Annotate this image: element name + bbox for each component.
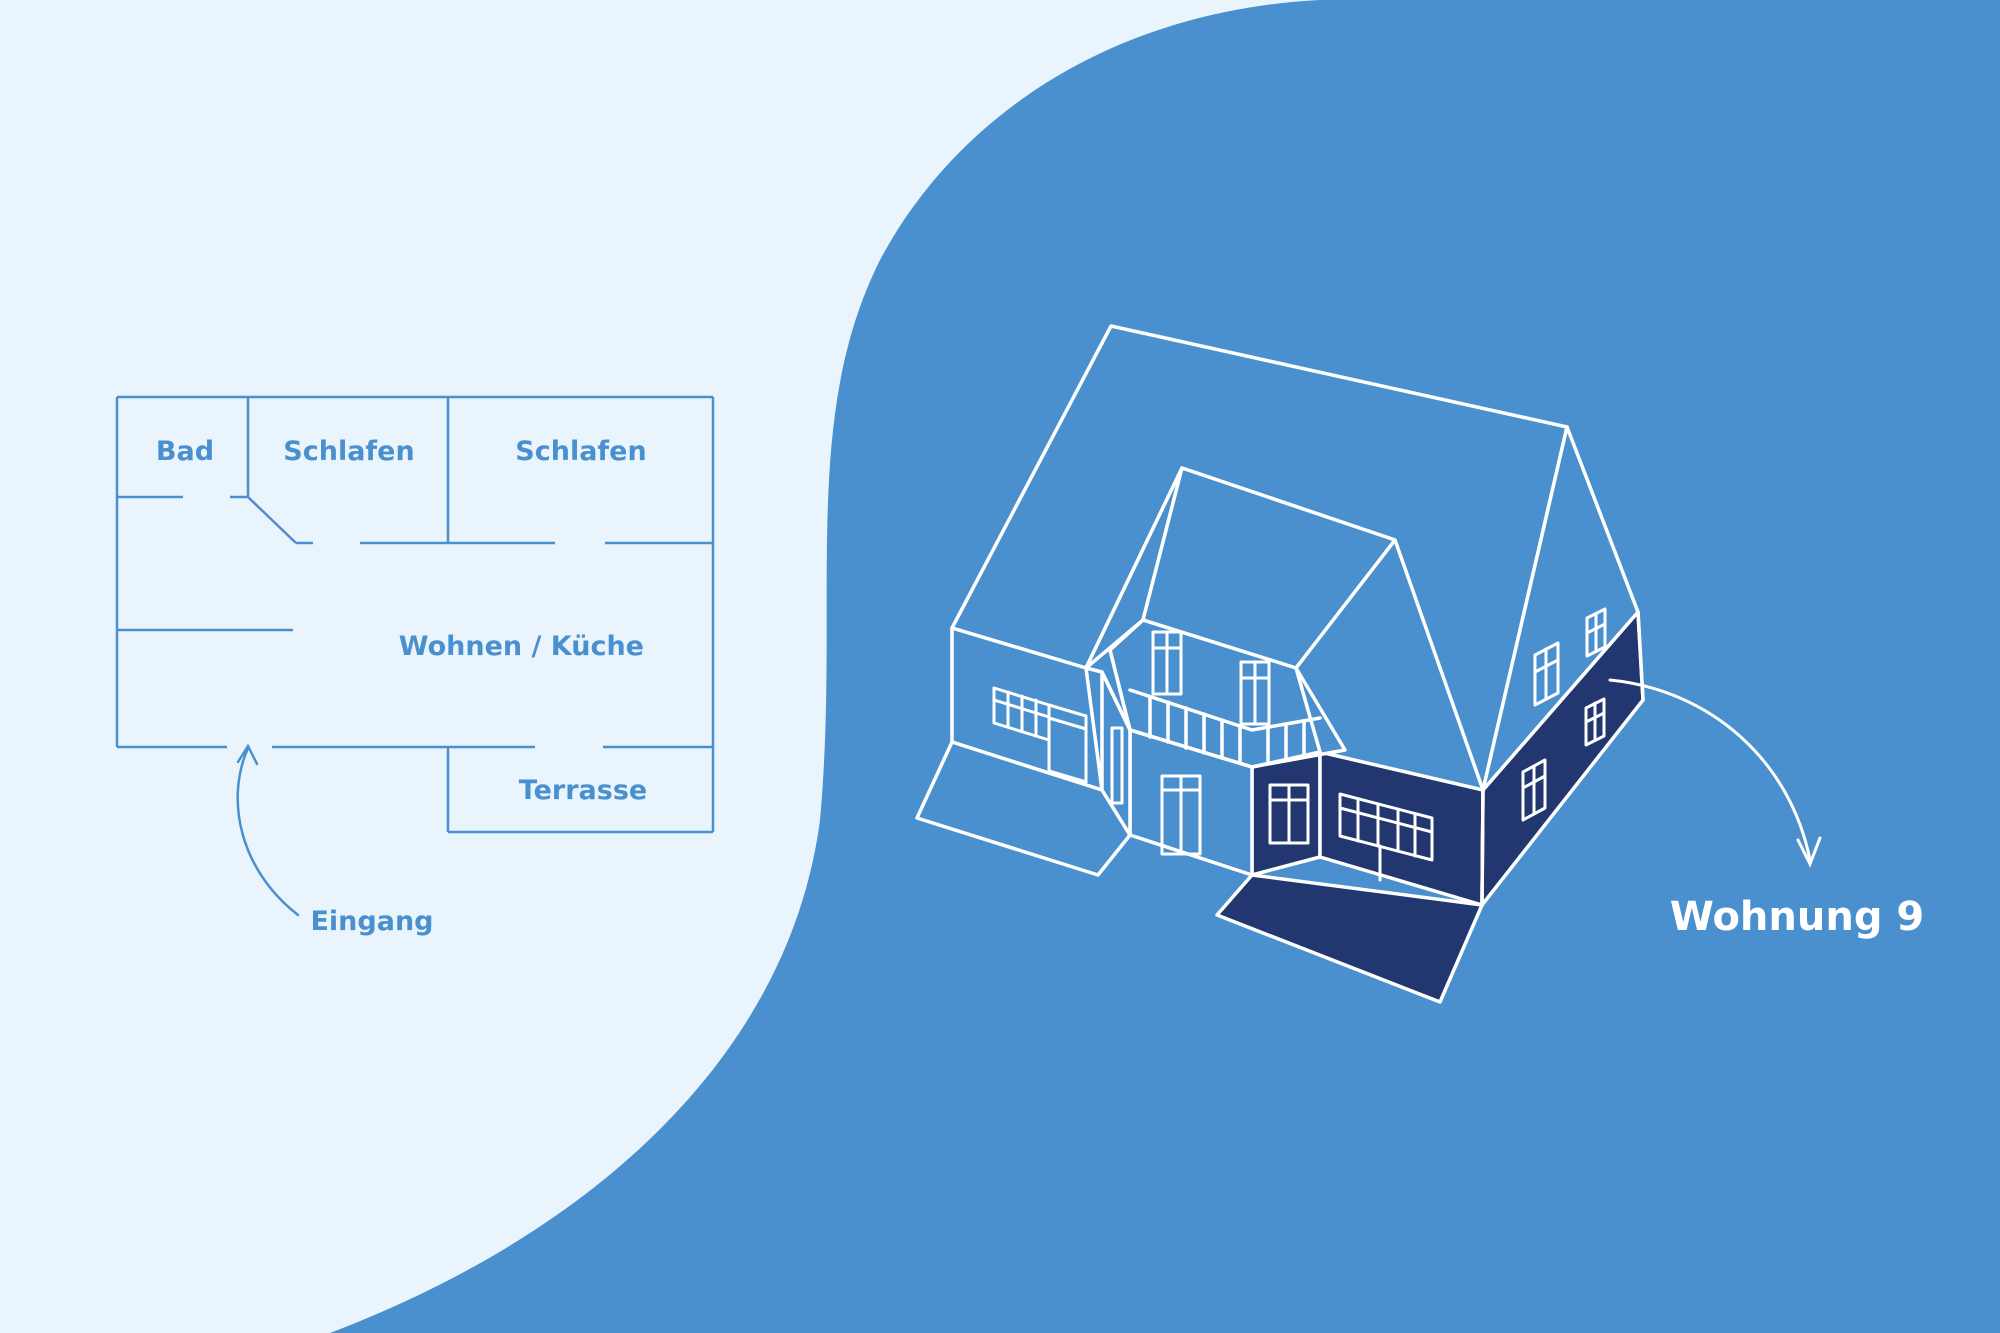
unit-label: Wohnung 9 [1670,894,1924,940]
room-label-schlafen-2: Schlafen [515,436,646,467]
room-label-wohnen-kueche: Wohnen / Küche [399,631,644,662]
room-label-terrasse: Terrasse [519,775,647,806]
unit-arrow [1608,678,1822,868]
gable-wall [1481,425,1640,792]
entrance-label: Eingang [310,906,433,937]
room-label-bad: Bad [156,436,214,467]
left-wing-floor [915,740,1132,877]
entrance-arrow [236,743,300,917]
room-label-schlafen-1: Schlafen [283,436,414,467]
floor-plan [115,395,715,834]
house-windows [992,607,1607,882]
house-illustration [915,324,1645,1004]
highlight-front-left-wall [1250,750,1322,877]
balcony-railing [1128,688,1322,769]
